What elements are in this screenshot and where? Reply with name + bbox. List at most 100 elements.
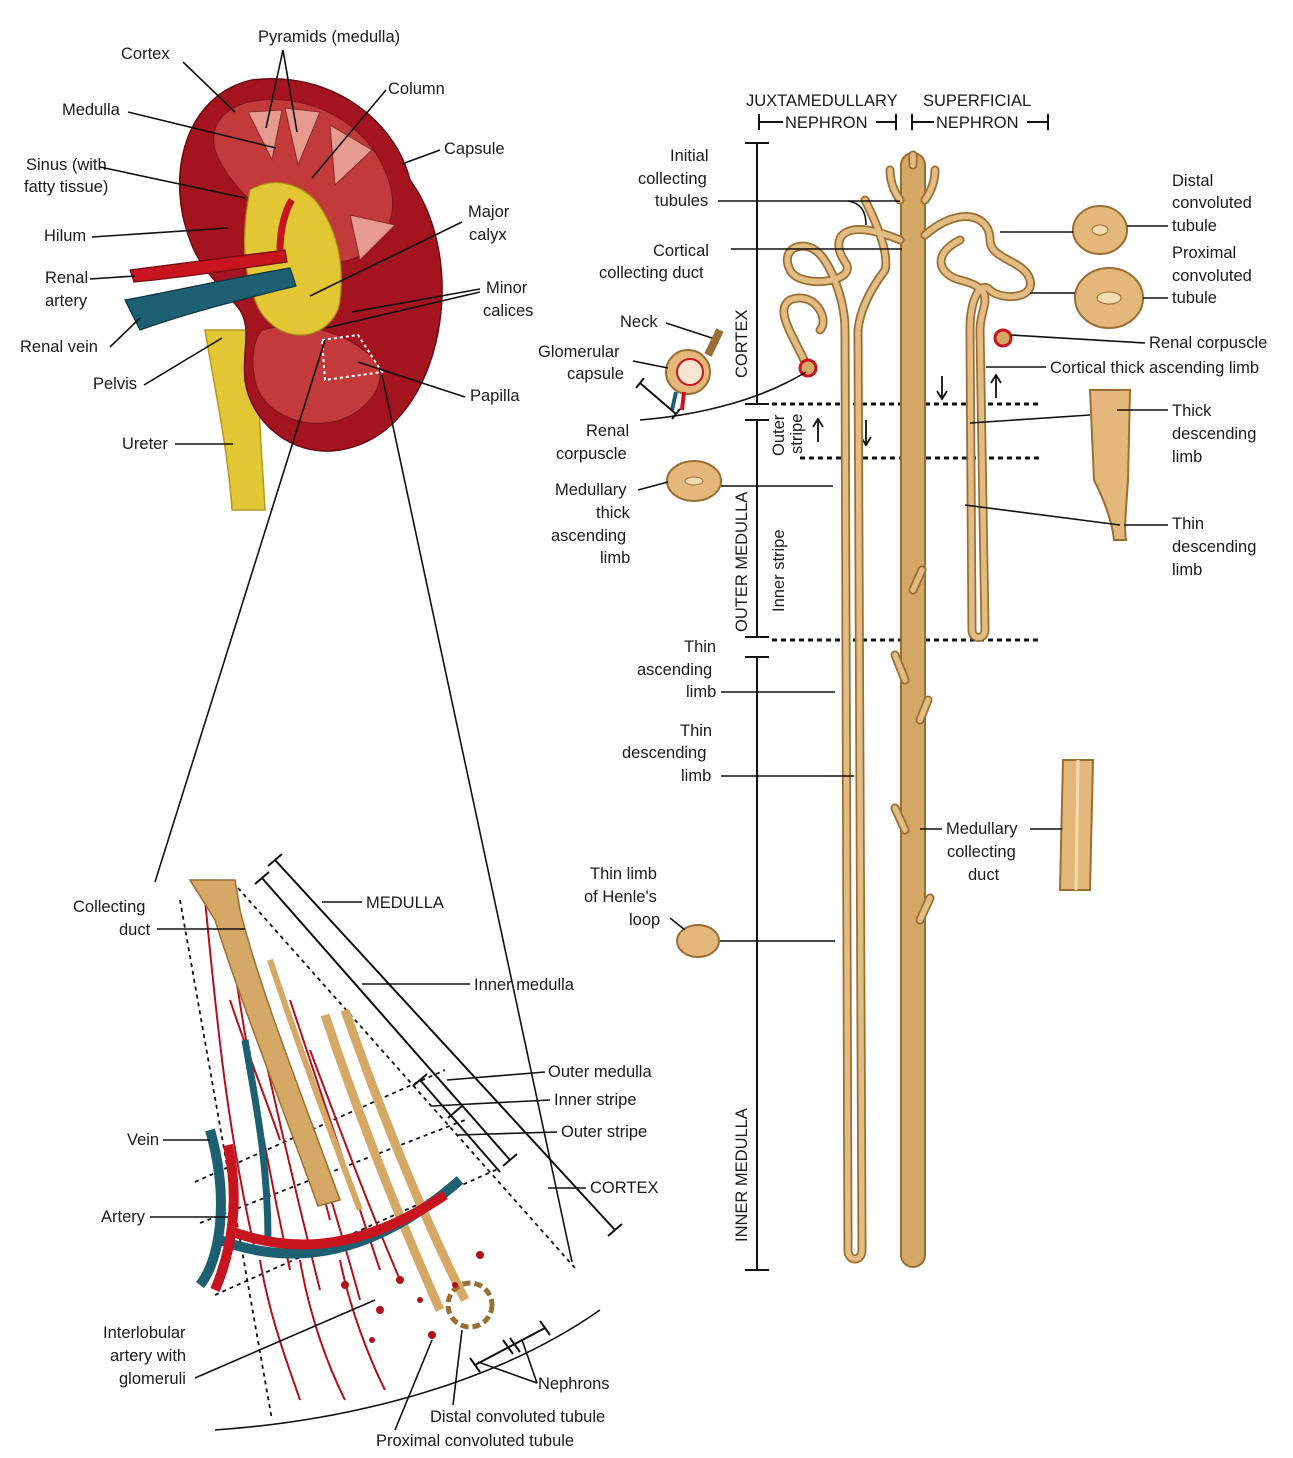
lobe-zone-brackets (255, 854, 622, 1372)
label-thin-desc-1: Thin (680, 722, 712, 740)
lobe-vein-2 (245, 1040, 268, 1240)
lobe-illustration (180, 880, 600, 1430)
label-thin-asc-3: limb (686, 683, 716, 701)
label-neck: Neck (620, 313, 658, 331)
label-distal-1: Distal (1172, 172, 1213, 190)
label-thin-asc-1: Thin (684, 638, 716, 656)
label-renal-corpuscle-1: Renal (586, 422, 629, 440)
label-pelvis: Pelvis (93, 375, 137, 393)
label-thick-desc-1: Thick (1172, 402, 1212, 420)
label-nephron-a: NEPHRON (785, 114, 868, 132)
label-renal-vein: Renal vein (20, 338, 98, 356)
label-thin-limb-2: of Henle's (584, 888, 657, 906)
label-mcd-2: collecting (947, 843, 1016, 861)
label-initial-3: tubules (655, 192, 708, 210)
label-thick-desc-3: limb (1172, 448, 1202, 466)
superficial-loop (925, 216, 1030, 637)
label-glomerular-2: capsule (567, 365, 624, 383)
label-collecting-1: Collecting (73, 898, 145, 916)
label-ureter: Ureter (122, 435, 168, 453)
label-juxtamedullary: JUXTAMEDULLARY (746, 92, 898, 110)
label-mtal-4: limb (600, 549, 630, 567)
label-thin-desc-3: limb (681, 767, 711, 785)
label-glomerular-1: Glomerular (538, 343, 620, 361)
label-thin-desc-2: descending (622, 744, 706, 762)
zone-inner-stripe: Inner stripe (770, 529, 788, 612)
kidney-illustration (125, 79, 442, 510)
label-nephron-b: NEPHRON (936, 114, 1019, 132)
zone-cortex: CORTEX (733, 310, 751, 378)
zone-outer-stripe-1: Outer (770, 414, 788, 456)
label-thin-limb-1: Thin limb (590, 865, 657, 883)
label-cortical-cd-1: Cortical (653, 242, 709, 260)
nephron-tubules (784, 155, 1031, 1259)
label-hilum: Hilum (44, 227, 86, 245)
label-medulla: Medulla (62, 101, 121, 119)
label-renal-corpuscle-2: corpuscle (556, 445, 627, 463)
label-interlobular-2: artery with (110, 1347, 186, 1365)
label-major-calyx-2: calyx (469, 226, 507, 244)
label-collecting-2: duct (119, 921, 151, 939)
label-initial-2: collecting (638, 170, 707, 188)
label-column: Column (388, 80, 445, 98)
label-vein: Vein (127, 1131, 159, 1149)
label-thin-desc-r-2: descending (1172, 538, 1256, 556)
label-distal-lobe: Distal convoluted tubule (430, 1408, 605, 1426)
label-thin-limb-3: loop (629, 911, 660, 929)
label-renal-corpuscle-r: Renal corpuscle (1149, 334, 1267, 352)
corpuscle-superficial (995, 330, 1011, 346)
label-ctal: Cortical thick ascending limb (1050, 359, 1259, 377)
label-sinus-1: Sinus (with (26, 156, 107, 174)
label-outer-stripe: Outer stripe (561, 1123, 647, 1141)
label-papilla: Papilla (470, 387, 520, 405)
label-artery: Artery (101, 1208, 146, 1226)
label-cortex: Cortex (121, 45, 170, 63)
xs-thin-limb (677, 925, 719, 957)
label-minor-calices-2: calices (483, 302, 533, 320)
label-sinus-2: fatty tissue) (24, 178, 108, 196)
zoom-line-right (382, 375, 572, 1262)
label-initial-1: Initial (670, 147, 709, 165)
label-inner-stripe: Inner stripe (554, 1091, 637, 1109)
label-distal-3: tubule (1172, 217, 1217, 235)
label-proximal-1: Proximal (1172, 244, 1236, 262)
label-inner-medulla: Inner medulla (474, 976, 575, 994)
label-renal-artery-1: Renal (45, 269, 88, 287)
lobe-tubule-2 (345, 1010, 465, 1300)
label-minor-calices-1: Minor (486, 279, 528, 297)
zone-outer-stripe-2: stripe (788, 414, 806, 454)
label-outer-medulla: Outer medulla (548, 1063, 652, 1081)
zone-outer-medulla: OUTER MEDULLA (733, 492, 751, 632)
lobe-glomeruli-cluster (448, 1283, 492, 1327)
label-mtal-3: ascending (551, 527, 626, 545)
label-proximal-2: convoluted (1172, 267, 1252, 285)
label-superficial: SUPERFICIAL (923, 92, 1031, 110)
label-major-calyx-1: Major (468, 203, 510, 221)
label-interlobular-1: Interlobular (103, 1324, 186, 1342)
label-cortex-lobe: CORTEX (590, 1179, 658, 1197)
nephron-header: JUXTAMEDULLARY SUPERFICIAL NEPHRON NEPHR… (746, 92, 1048, 132)
label-medulla-lobe: MEDULLA (366, 894, 444, 912)
xs-thick-descending (1090, 390, 1130, 540)
label-thin-desc-r-1: Thin (1172, 515, 1204, 533)
label-mtal-2: thick (596, 504, 631, 522)
xs-glomerular-capsule (666, 330, 720, 410)
label-thick-desc-2: descending (1172, 425, 1256, 443)
label-mtal-1: Medullary (555, 481, 627, 499)
zone-scale: CORTEX Outer stripe OUTER MEDULLA Inner … (733, 143, 806, 1270)
label-mcd-3: duct (968, 866, 1000, 884)
label-nephrons: Nephrons (538, 1375, 610, 1393)
label-mcd-1: Medullary (946, 820, 1018, 838)
label-thin-asc-2: ascending (637, 661, 712, 679)
label-cortical-cd-2: collecting duct (599, 264, 704, 282)
label-proximal-lobe: Proximal convoluted tubule (376, 1432, 574, 1450)
label-interlobular-3: glomeruli (119, 1370, 186, 1388)
label-distal-2: convoluted (1172, 194, 1252, 212)
label-proximal-3: tubule (1172, 289, 1217, 307)
lobe-labels: Collecting duct MEDULLA Inner medulla Ou… (73, 894, 658, 1450)
zone-inner-medulla: INNER MEDULLA (733, 1108, 751, 1242)
label-thin-desc-r-3: limb (1172, 561, 1202, 579)
label-renal-artery-2: artery (45, 292, 88, 310)
label-capsule: Capsule (444, 140, 505, 158)
